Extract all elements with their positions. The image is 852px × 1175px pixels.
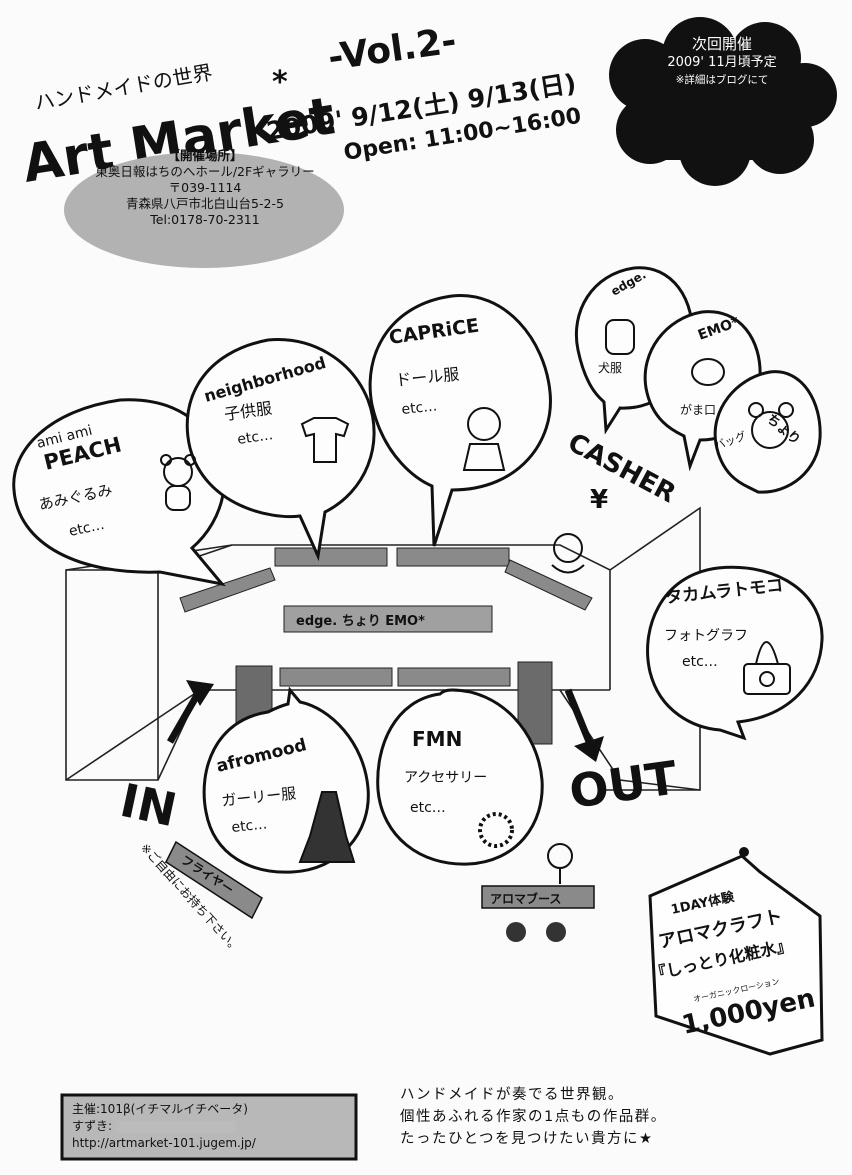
venue-info: 【開催場所】 東奥日報はちのへホール/2Fギャラリー 〒039-1114 青森県…: [80, 148, 330, 228]
visitor-person-icon: [547, 843, 573, 884]
booth-edge-item: 犬服: [598, 361, 622, 375]
next-event-line3: ※詳細はブログにて: [675, 74, 769, 86]
venue-tel: Tel:0178-70-2311: [150, 212, 260, 227]
tagline-line1: ハンドメイドが奏でる世界観。: [400, 1087, 624, 1103]
venue-postal: 〒039-1114: [168, 180, 242, 195]
dress-icon: [298, 791, 356, 863]
organizer-url[interactable]: http://artmarket-101.jugem.jp/: [72, 1136, 256, 1150]
booth-tables: [179, 547, 593, 745]
dog-clothes-icon: [605, 319, 635, 355]
coin-purse-icon: [691, 358, 725, 386]
header-star: *: [272, 65, 288, 100]
header-vol: -Vol.2-: [326, 20, 459, 79]
kids-shirt-icon: [300, 417, 350, 463]
venue-address: 青森県八戸市北白山台5-2-5: [126, 196, 284, 211]
venue-name: 東奥日報はちのへホール/2Fギャラリー: [95, 164, 315, 179]
aroma-booth-label: アロマブース: [490, 891, 561, 906]
organizer-info: 主催:101β(イチマルイチベータ) すずき: http://artmarket…: [62, 1095, 356, 1159]
workshop-sign: 1DAY体験 アロマクラフト 『しっとり化粧水』 オーガニックローション 1,0…: [648, 847, 824, 1056]
out-label: OUT: [566, 750, 681, 819]
booth-takamura-etc: etc…: [682, 654, 718, 670]
camera-bag-icon: [743, 641, 791, 695]
organizer-contact-row: すずき:: [72, 1118, 346, 1135]
yen-sign: ¥: [590, 485, 608, 515]
casher-person-icon: [551, 533, 585, 574]
venue-oval: [64, 152, 344, 268]
header-subtitle: ハンドメイドの世界: [33, 60, 214, 115]
teddy-bear-icon: [160, 454, 196, 511]
booth-fmn-name: FMN: [412, 727, 462, 751]
booth-neighborhood-etc: etc…: [236, 427, 274, 448]
casher-label: CASHER: [563, 428, 681, 510]
booth-fmn: FMN アクセサリー etc…: [404, 727, 514, 848]
next-event-line2: 2009' 11月頃予定: [667, 55, 777, 70]
redacted-block: [115, 1120, 236, 1133]
organizer-host: 主催:101β(イチマルイチベータ): [72, 1102, 248, 1116]
booth-caprice-etc: etc…: [401, 398, 438, 418]
tagline-line2: 個性あふれる作家の1点もの作品群。: [400, 1109, 667, 1125]
booth-fmn-item: アクセサリー: [404, 770, 487, 786]
wreath-necklace-icon: [478, 812, 514, 848]
next-event-cloud: [609, 17, 837, 186]
tagline-copy: ハンドメイドが奏でる世界観。 個性あふれる作家の1点もの作品群。 たったひとつを…: [400, 1084, 840, 1150]
booth-bubbles: [12, 266, 824, 874]
in-arrow-icon: [166, 680, 214, 744]
bear-bag-icon: [748, 402, 794, 449]
venue-heading: 【開催場所】: [167, 148, 243, 163]
doll-icon: [462, 407, 506, 471]
center-booth-table: [283, 605, 493, 633]
organizer-contact: すずき:: [72, 1119, 113, 1133]
aroma-booth: アロマブース: [481, 885, 595, 942]
booth-fmn-etc: etc…: [410, 800, 446, 816]
booth-emo-item: がま口: [680, 402, 716, 417]
tagline-line3: たったひとつを見つけたい貴方に★: [400, 1131, 654, 1147]
booth-afromood-etc: etc…: [231, 816, 268, 836]
in-label: IN: [116, 773, 182, 837]
next-event-line1: 次回開催: [691, 35, 752, 53]
booth-peach-etc: etc…: [68, 517, 106, 540]
center-booth-label: edge. ちょり EMO*: [296, 614, 425, 629]
next-event-info: 次回開催 2009' 11月頃予定 ※詳細はブログにて: [612, 34, 832, 88]
out-arrow-icon: [564, 688, 604, 762]
booth-takamura-item: フォトグラフ: [664, 628, 748, 644]
